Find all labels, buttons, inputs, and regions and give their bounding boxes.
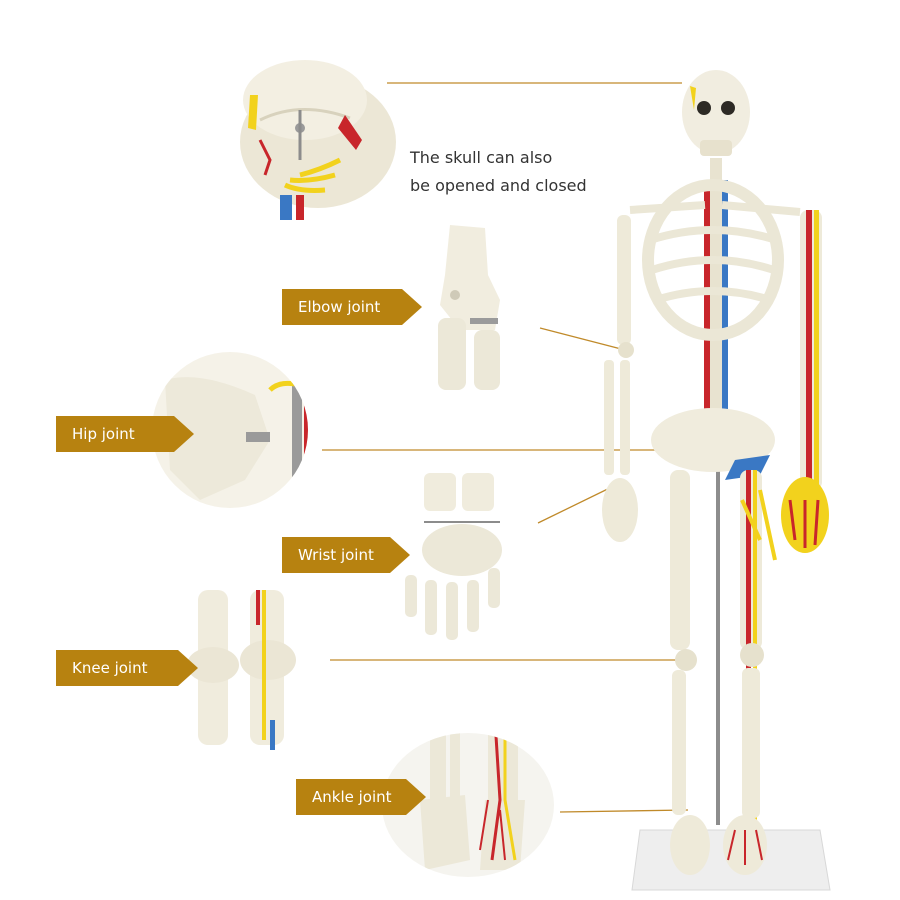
knee-joint-label: Knee joint [56, 650, 198, 686]
ankle-joint-label: Ankle joint [296, 779, 426, 815]
full-skeleton [602, 70, 831, 891]
hip-joint-label: Hip joint [56, 416, 194, 452]
ankle-closeup [382, 733, 554, 877]
skull-note: The skull can also be opened and closed [410, 144, 587, 200]
elbow-closeup [438, 225, 500, 390]
skull-closeup [240, 60, 396, 220]
skull-note-line1: The skull can also [410, 148, 553, 167]
leader-lines [322, 82, 690, 813]
hip-closeup [152, 352, 308, 508]
elbow-leader [539, 327, 626, 351]
elbow-joint-label: Elbow joint [282, 289, 422, 325]
knee-closeup [187, 590, 296, 750]
wrist-joint-label: Wrist joint [282, 537, 410, 573]
ankle-leader [559, 809, 689, 813]
skull-note-line2: be opened and closed [410, 176, 587, 195]
wrist-closeup [405, 473, 502, 640]
